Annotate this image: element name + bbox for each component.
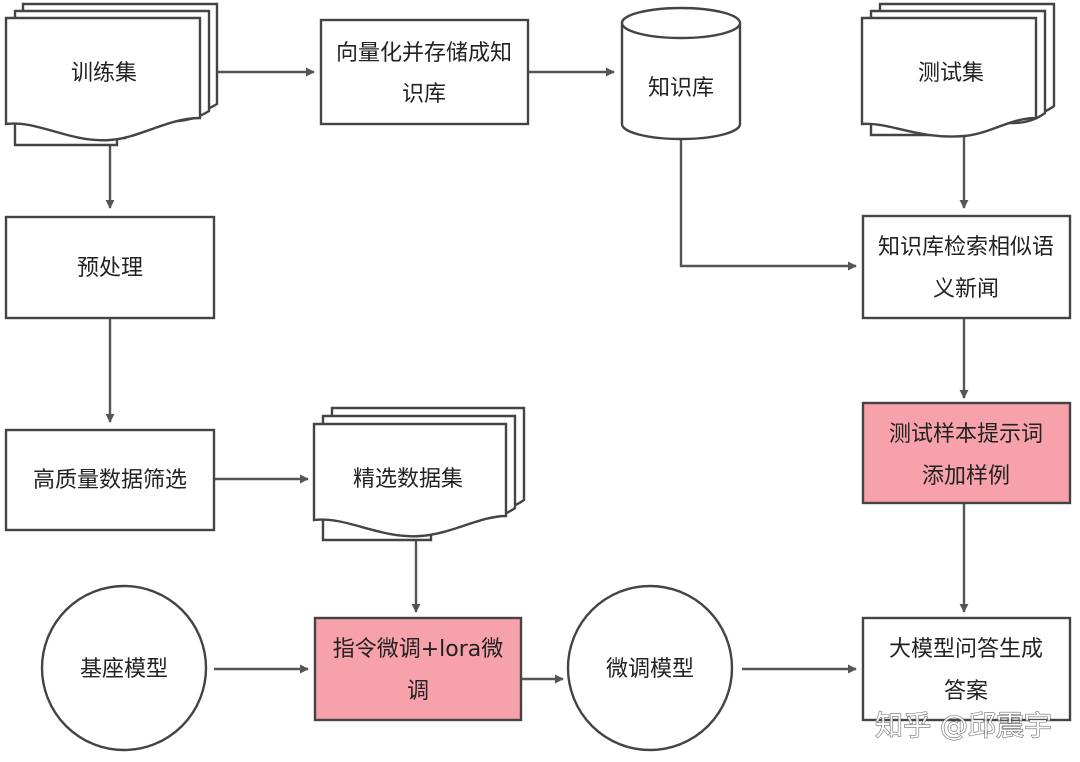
node-curated-set: 精选数据集	[312, 406, 526, 542]
node-hq-filter: 高质量数据筛选	[4, 428, 216, 532]
label-tuned-model: 微调模型	[606, 657, 694, 682]
connectors	[105, 67, 969, 684]
label-vectorize-store-line2: 识库	[402, 82, 446, 107]
node-test-set: 测试集	[860, 2, 1056, 138]
node-answer-gen: 大模型问答生成 答案	[861, 616, 1072, 722]
label-finetune-line2: 调	[407, 679, 429, 704]
label-hq-filter: 高质量数据筛选	[33, 468, 187, 493]
watermark: 知乎 @邱震宇	[875, 709, 1052, 742]
label-preprocess: 预处理	[77, 256, 143, 281]
node-vectorize-store: 向量化并存储成知 识库	[319, 18, 530, 126]
node-knowledge-base: 知识库	[620, 6, 742, 141]
label-curated-set: 精选数据集	[353, 467, 463, 492]
node-tuned-model: 微调模型	[566, 584, 734, 752]
node-train-set: 训练集	[4, 2, 219, 147]
label-test-set: 测试集	[918, 61, 984, 86]
node-prompt-examples: 测试样本提示词 添加样例	[861, 401, 1072, 505]
edge-kb-to-search	[679, 140, 857, 271]
node-preprocess: 预处理	[4, 215, 216, 320]
label-answer-gen-line2: 答案	[944, 679, 988, 704]
label-finetune-line1: 指令微调+lora微	[333, 637, 504, 662]
node-finetune: 指令微调+lora微 调	[313, 616, 523, 722]
label-knowledge-base: 知识库	[648, 76, 714, 101]
label-kb-search-line1: 知识库检索相似语	[878, 235, 1054, 260]
label-prompt-examples-line1: 测试样本提示词	[889, 422, 1043, 447]
label-base-model: 基座模型	[80, 657, 168, 682]
label-kb-search-line2: 义新闻	[933, 277, 999, 302]
label-prompt-examples-line2: 添加样例	[922, 464, 1010, 489]
label-train-set: 训练集	[71, 61, 137, 86]
label-answer-gen-line1: 大模型问答生成	[889, 637, 1043, 662]
label-vectorize-store-line1: 向量化并存储成知	[336, 41, 512, 66]
node-kb-search: 知识库检索相似语 义新闻	[861, 214, 1072, 320]
node-base-model: 基座模型	[40, 584, 208, 752]
